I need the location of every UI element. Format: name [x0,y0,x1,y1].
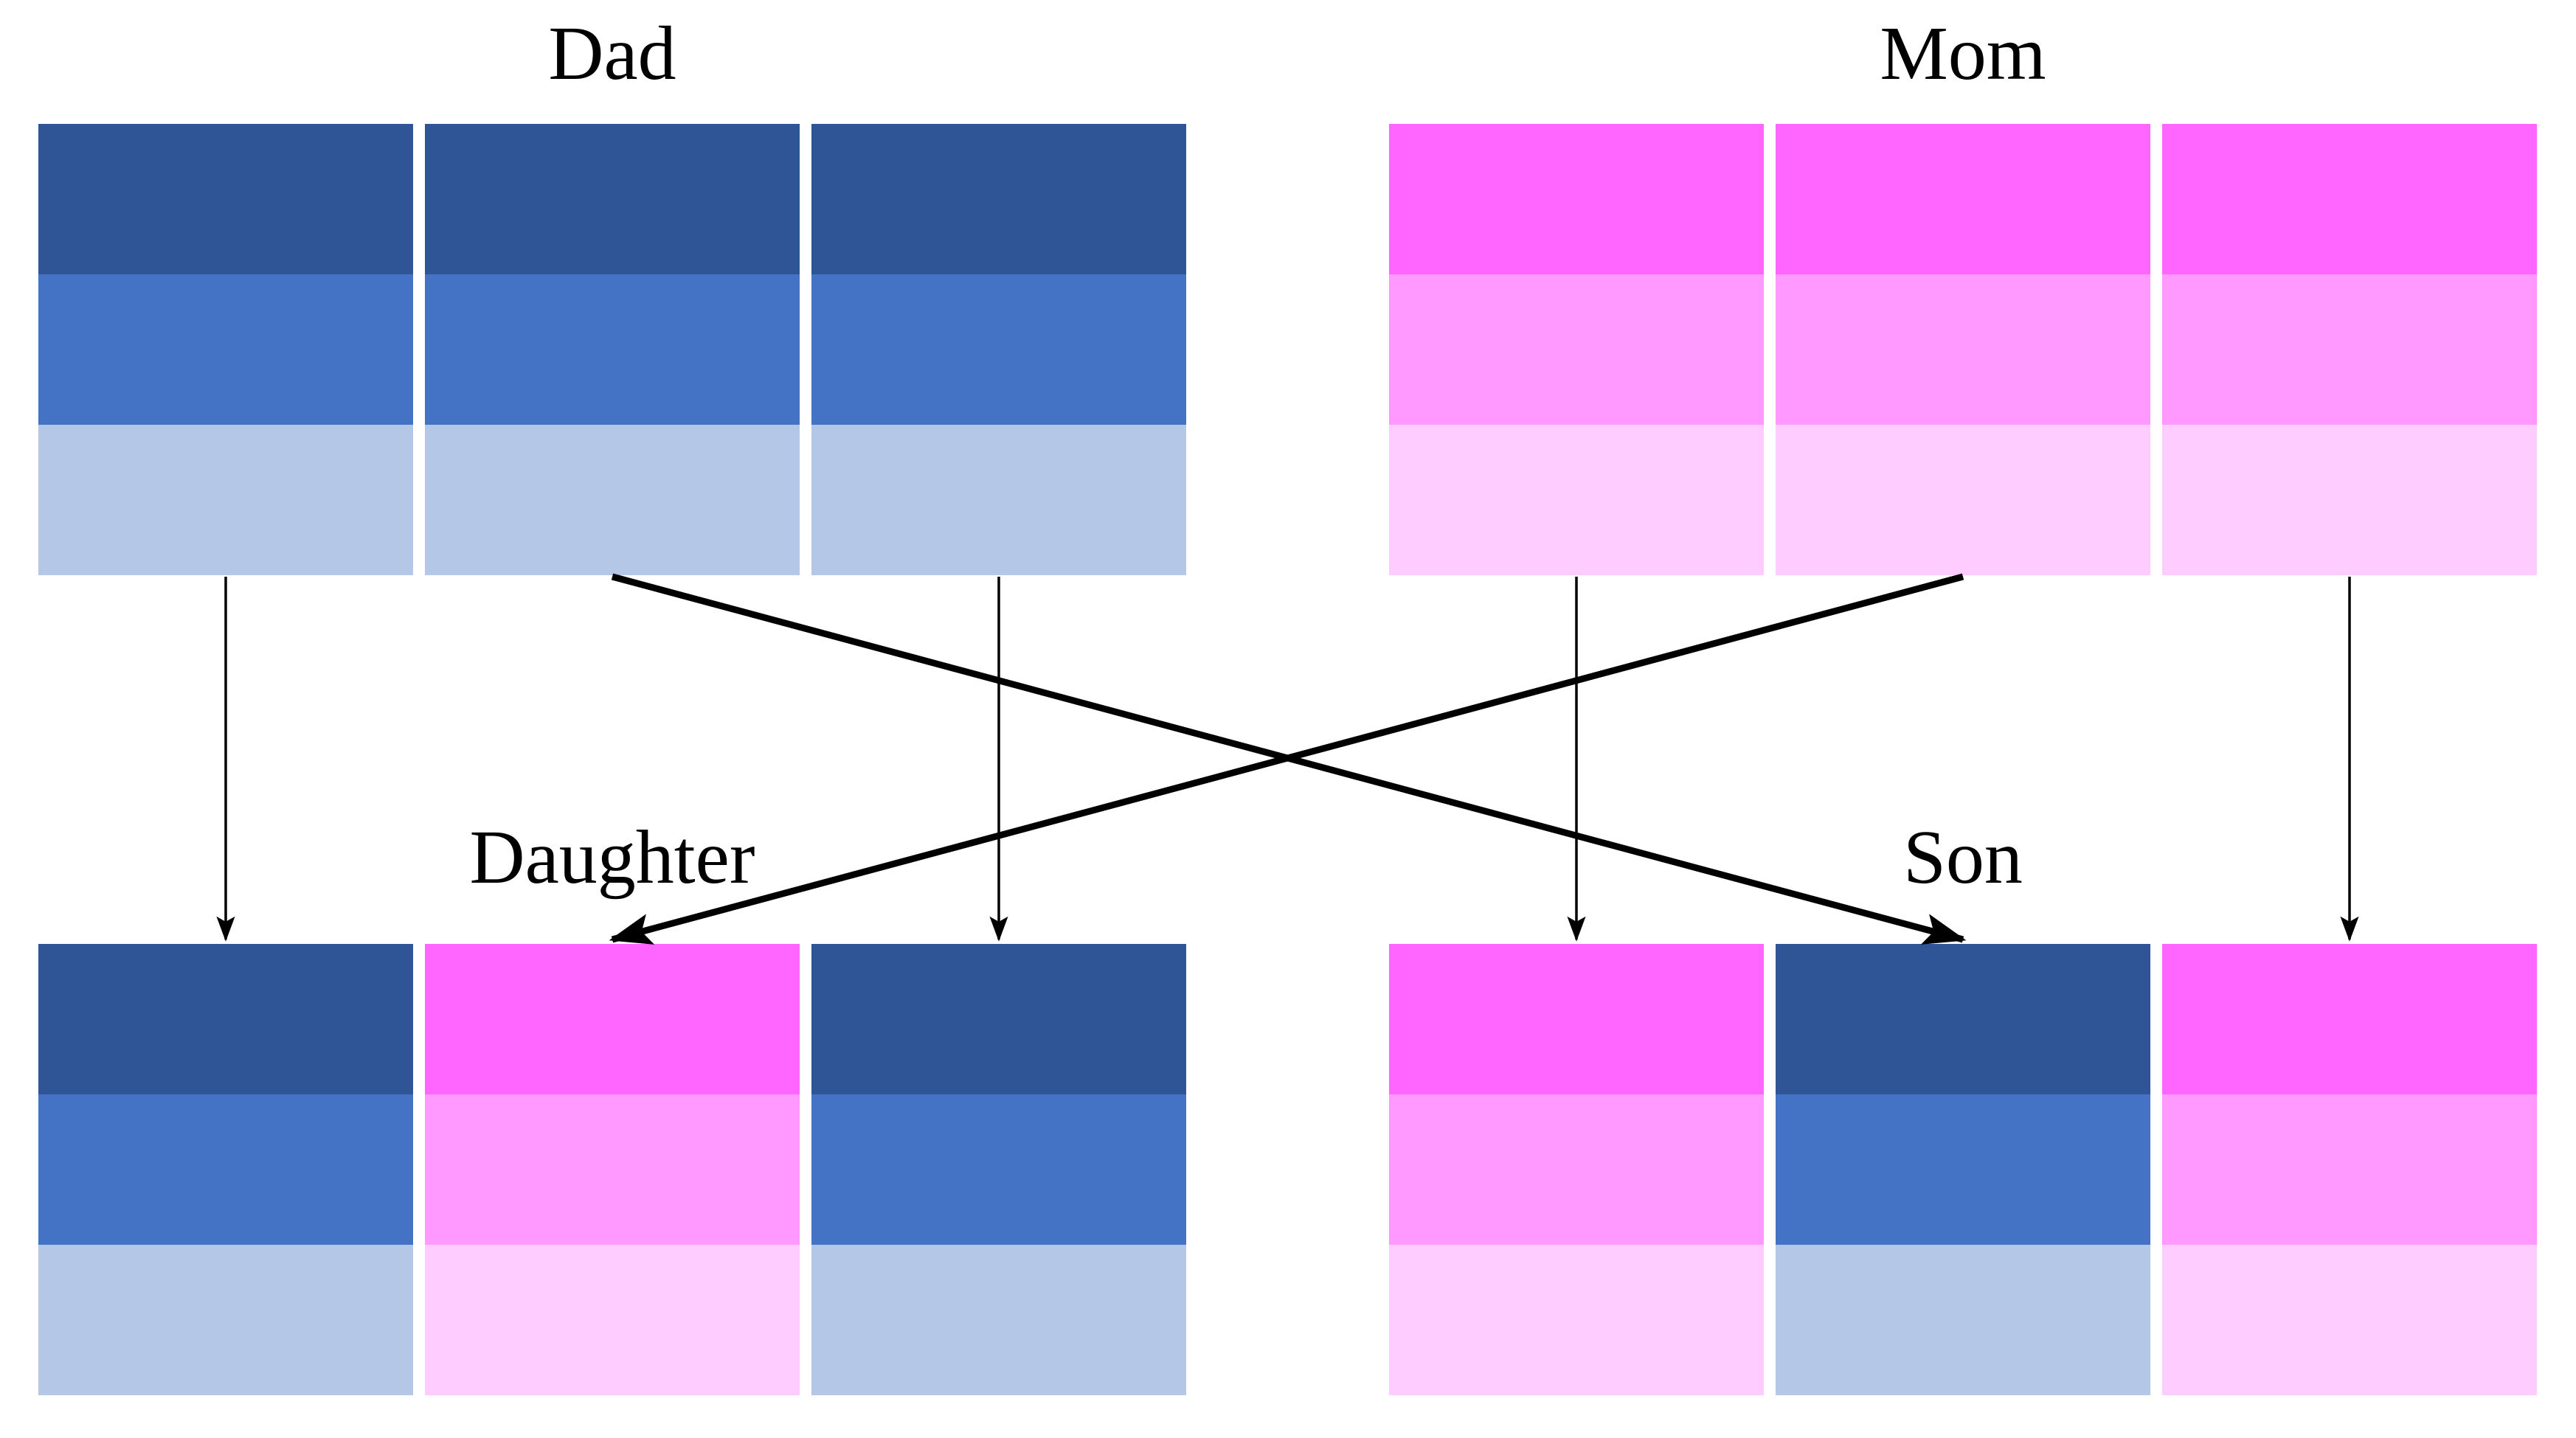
son-chromosome-3-band-dark [2162,944,2537,1094]
dad-chromosome-3-band-dark [811,124,1186,274]
daughter-chromosome-1-band-dark [38,944,413,1094]
dad-chromosome-1 [38,124,413,575]
dad-label: Dad [548,11,676,96]
dad-chromosome-1-band-dark [38,124,413,274]
dad-chromosome-3-band-medium [811,274,1186,425]
daughter-chromosome-3-band-medium [811,1094,1186,1245]
mom-chromosome-3-band-light [2162,425,2537,575]
daughter-chromosome-1-band-medium [38,1094,413,1245]
mom-chromosome-1-band-medium [1389,274,1764,425]
mom-chromosome-3 [2162,124,2537,575]
daughter-chromosome-2-band-light [425,1245,800,1395]
mom-chromosome-3-band-dark [2162,124,2537,274]
dad-chromosome-2-band-light [425,425,800,575]
dad-chromosome-2 [425,124,800,575]
daughter-chromosome-3-band-light [811,1245,1186,1395]
daughter-label: Daughter [469,815,755,900]
dad-chromosome-2-band-medium [425,274,800,425]
mom-chromosome-2-band-medium [1776,274,2150,425]
daughter-chromosome-3-band-dark [811,944,1186,1094]
mom-chromosome-1-band-dark [1389,124,1764,274]
son-chromosome-3-band-medium [2162,1094,2537,1245]
son-chromosome-2-band-medium [1776,1094,2150,1245]
son-chromosome-1-band-dark [1389,944,1764,1094]
mom-label: Mom [1880,11,2046,96]
daughter-chromosome-1-band-light [38,1245,413,1395]
son-chromosome-3 [2162,944,2537,1395]
dad-chromosome-2-band-dark [425,124,800,274]
son-chromosome-2 [1776,944,2150,1395]
mom-chromosome-2 [1776,124,2150,575]
son-chromosome-2-band-light [1776,1245,2150,1395]
daughter-chromosome-2-band-dark [425,944,800,1094]
daughter-chromosome-2 [425,944,800,1395]
son-label: Son [1903,815,2023,900]
daughter-chromosome-1 [38,944,413,1395]
mom-chromosome-1 [1389,124,1764,575]
mom-chromosome-2-band-dark [1776,124,2150,274]
son-chromosome-1-band-light [1389,1245,1764,1395]
arrow-dad.2-to-son.2 [611,573,1967,945]
mom-chromosome-1-band-light [1389,425,1764,575]
son-chromosome-2-band-dark [1776,944,2150,1094]
dad-chromosome-1-band-light [38,425,413,575]
dad-chromosome-1-band-medium [38,274,413,425]
son-chromosome-1 [1389,944,1764,1395]
son-chromosome-1-band-medium [1389,1094,1764,1245]
mom-chromosome-3-band-medium [2162,274,2537,425]
dad-chromosome-3 [811,124,1186,575]
daughter-chromosome-2-band-medium [425,1094,800,1245]
daughter-chromosome-3 [811,944,1186,1395]
dad-chromosome-3-band-light [811,425,1186,575]
arrow-mom.2-to-daughter.2 [609,573,1964,945]
mom-chromosome-2-band-light [1776,425,2150,575]
son-chromosome-3-band-light [2162,1245,2537,1395]
